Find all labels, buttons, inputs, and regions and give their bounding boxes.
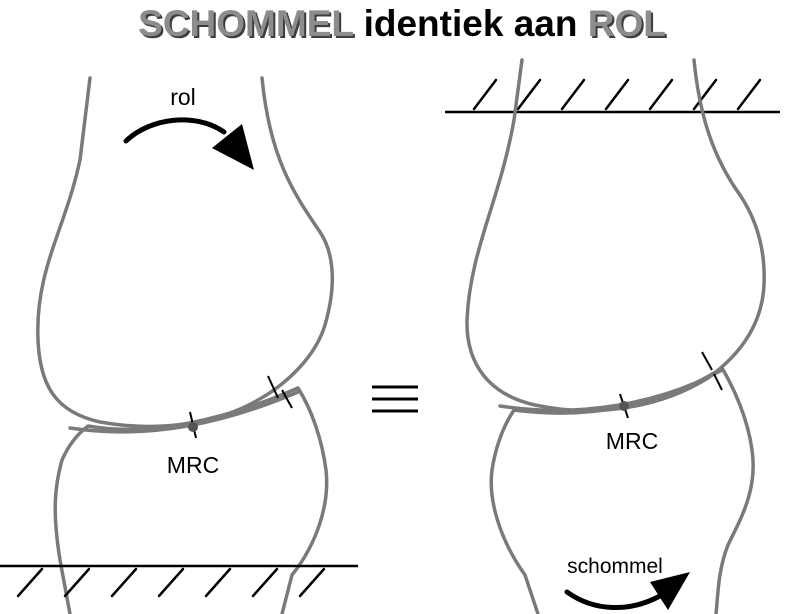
title-word-schommel: SCHOMMEL	[138, 3, 354, 44]
left-arrow-label: rol	[170, 84, 196, 110]
right-rotation-arrowhead	[650, 572, 690, 610]
right-ceiling-hatch	[472, 78, 762, 111]
title-word-rol: ROL	[587, 3, 666, 44]
left-tibia-tick	[281, 389, 293, 409]
right-rotation-arrow	[564, 589, 663, 611]
equivalence-symbol-text: ≡	[395, 404, 396, 406]
equivalence-symbol: ≡	[372, 385, 418, 413]
right-arrow-label: schommel	[567, 555, 663, 578]
left-femur-tick	[267, 375, 279, 399]
left-rotation-arrow	[123, 117, 227, 144]
right-femur-tick	[701, 351, 713, 371]
left-tibia	[53, 386, 329, 614]
right-joint-contact-line	[498, 368, 724, 412]
left-panel: MRC rol	[0, 76, 358, 614]
left-ground-hatch	[16, 567, 326, 598]
left-mrc-label: MRC	[167, 452, 219, 478]
right-mrc-point	[619, 401, 629, 411]
left-rotation-arrowhead	[212, 124, 254, 170]
left-mrc-point	[188, 422, 198, 432]
diagram-title: SCHOMMEL identiek aan ROL	[0, 2, 804, 46]
right-tibia-tick	[713, 373, 723, 391]
right-panel: MRC schommel	[445, 58, 780, 614]
right-femur	[465, 58, 766, 413]
right-mrc-label: MRC	[606, 428, 658, 454]
left-joint-contact-line	[68, 390, 300, 434]
title-word-identiek-aan: identiek aan	[363, 3, 578, 44]
left-femur	[36, 76, 335, 429]
